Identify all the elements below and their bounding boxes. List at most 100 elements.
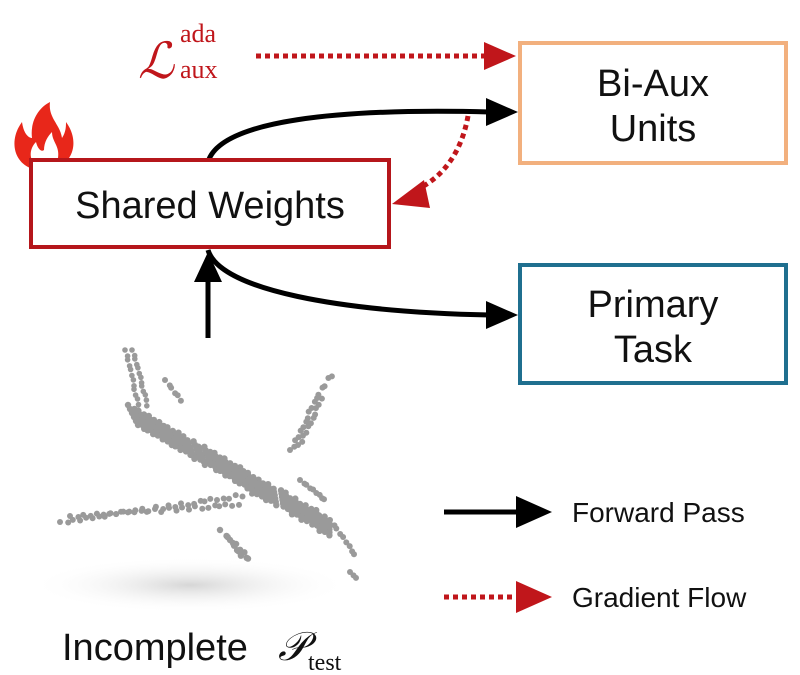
point [186, 506, 192, 513]
gradient-arrow-loss-to-biaux [256, 42, 516, 70]
point [132, 507, 139, 514]
legend: Forward Pass Gradient Flow [444, 496, 747, 613]
forward-arrow-shared-to-biaux [205, 98, 518, 163]
point [143, 397, 150, 403]
biaux-label-line1: Bi-Aux [597, 63, 709, 105]
point [230, 542, 238, 549]
point [191, 503, 198, 510]
point [284, 505, 292, 513]
point [239, 493, 246, 500]
point [318, 395, 325, 402]
point [303, 517, 311, 525]
point [80, 511, 87, 518]
point [57, 519, 63, 525]
point [143, 508, 150, 515]
point [185, 502, 192, 509]
point [236, 480, 243, 487]
point [177, 397, 184, 404]
point [214, 497, 220, 503]
loss-symbol: ℒ [138, 33, 175, 89]
point [124, 509, 131, 516]
point [100, 511, 107, 518]
point [258, 493, 266, 500]
gradient-arrow-icon [516, 581, 552, 613]
point [295, 442, 301, 448]
point [229, 502, 236, 509]
point [113, 511, 120, 517]
point [216, 503, 223, 510]
point [129, 347, 135, 353]
point [154, 432, 161, 439]
point [333, 525, 340, 532]
point [127, 366, 134, 373]
point [232, 492, 239, 499]
legend-gradient-label: Gradient Flow [572, 582, 747, 613]
point [159, 436, 166, 443]
point [353, 574, 359, 581]
point [197, 456, 204, 463]
point [173, 507, 180, 514]
point [138, 507, 145, 514]
point [226, 495, 232, 502]
point [253, 490, 261, 498]
point [201, 498, 208, 505]
point [222, 501, 229, 508]
point [158, 509, 165, 515]
airplane-point-cloud [30, 347, 359, 613]
point [351, 551, 357, 558]
point [166, 504, 172, 511]
primary-label-line2: Task [614, 329, 693, 371]
point [207, 495, 214, 502]
point [299, 438, 306, 445]
point [205, 504, 212, 511]
point [164, 438, 171, 445]
point [135, 401, 142, 408]
point [327, 517, 333, 523]
point [321, 528, 329, 535]
point [237, 552, 245, 559]
point [304, 415, 311, 422]
point [182, 448, 190, 455]
caption-text: Incomplete [62, 627, 248, 669]
point [340, 534, 347, 540]
legend-forward: Forward Pass [444, 496, 745, 528]
biaux-label-line2: Units [610, 108, 697, 150]
point [129, 372, 135, 379]
point [267, 497, 275, 504]
point [168, 384, 175, 391]
point [207, 461, 214, 469]
legend-forward-label: Forward Pass [572, 497, 745, 528]
forward-arrow-shared-to-primary [205, 249, 518, 329]
point [142, 392, 149, 398]
point [132, 356, 138, 362]
forward-arrow-icon [516, 496, 552, 528]
point [187, 451, 194, 459]
primary-label-line1: Primary [588, 284, 719, 326]
point [303, 429, 310, 436]
point [321, 383, 328, 390]
point [75, 514, 82, 520]
point [134, 421, 142, 429]
point [179, 504, 185, 511]
caption-subscript: test [308, 650, 342, 675]
forward-arrow-input-to-shared [194, 252, 222, 338]
point [326, 532, 333, 539]
point [93, 510, 100, 517]
point [216, 526, 224, 534]
point [298, 516, 305, 523]
point [144, 427, 151, 434]
point [138, 383, 145, 389]
point [131, 386, 137, 393]
point [124, 357, 131, 363]
point [130, 377, 137, 383]
point [328, 373, 335, 380]
point [303, 481, 310, 488]
point [152, 506, 158, 512]
point [236, 501, 242, 508]
point [316, 527, 323, 534]
point [288, 511, 296, 518]
aux-loss-label: ℒ ada aux [138, 19, 218, 89]
point [162, 377, 168, 383]
point [67, 513, 73, 519]
